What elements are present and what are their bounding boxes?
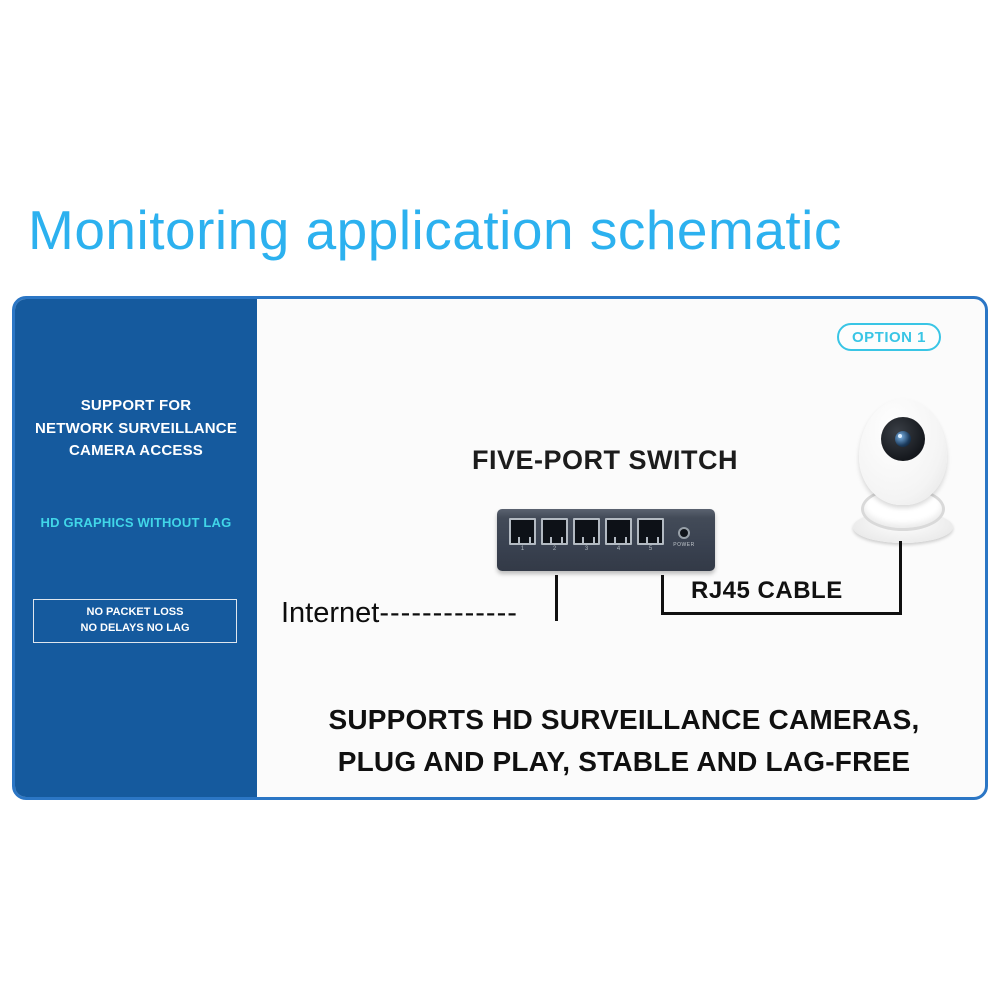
rj45-port-jack-icon xyxy=(573,518,600,545)
rj45-ports: 1 2 3 4 5 xyxy=(509,518,664,552)
rj45-port: 5 xyxy=(637,518,664,552)
badge-line-2: NO DELAYS NO LAG xyxy=(80,621,190,634)
internet-label: Internet xyxy=(281,597,380,629)
switch-title: FIVE-PORT SWITCH xyxy=(472,445,738,475)
rj45-port-jack-icon xyxy=(541,518,568,545)
cable-horizontal-line xyxy=(661,612,902,615)
badge-line-1: NO PACKET LOSS xyxy=(86,606,184,618)
port-number: 3 xyxy=(584,546,589,552)
sidebar-subheading: HD GRAPHICS WITHOUT LAG xyxy=(40,515,232,530)
rj45-port: 2 xyxy=(541,518,568,552)
camera-lens-icon xyxy=(881,417,925,461)
switch-cable-line xyxy=(661,575,664,615)
camera-body xyxy=(859,399,947,505)
rj45-port: 3 xyxy=(573,518,600,552)
feature-sidebar: SUPPORT FOR NETWORK SURVEILLANCE CAMERA … xyxy=(15,299,257,797)
schematic-diagram: SUPPORT FOR NETWORK SURVEILLANCE CAMERA … xyxy=(12,296,988,800)
sidebar-heading: SUPPORT FOR NETWORK SURVEILLANCE CAMERA … xyxy=(34,397,238,459)
internet-dashed-line: ------------- xyxy=(379,597,518,629)
power-label: POWER xyxy=(673,542,695,548)
port-number: 1 xyxy=(520,546,525,552)
port-number: 5 xyxy=(648,546,653,552)
surveillance-camera xyxy=(851,399,955,549)
rj45-port: 4 xyxy=(605,518,632,552)
power-jack-icon xyxy=(678,527,690,539)
page-title: Monitoring application schematic xyxy=(28,199,842,261)
five-port-switch-device: 1 2 3 4 5 POWER xyxy=(497,509,715,571)
port-number: 4 xyxy=(616,546,621,552)
rj45-port-jack-icon xyxy=(605,518,632,545)
rj45-port-jack-icon xyxy=(509,518,536,545)
lens-glint xyxy=(898,434,902,438)
rj45-port-jack-icon xyxy=(637,518,664,545)
rj45-cable-label: RJ45 CABLE xyxy=(691,577,843,604)
sidebar-badge-box: NO PACKET LOSS NO DELAYS NO LAG xyxy=(33,599,237,643)
cable-to-camera-line xyxy=(899,541,902,615)
option-badge: OPTION 1 xyxy=(837,323,941,351)
internet-label-row: Internet------------- xyxy=(281,597,518,630)
rj45-port: 1 xyxy=(509,518,536,552)
camera-lens-glass xyxy=(895,431,911,447)
port-number: 2 xyxy=(552,546,557,552)
power-jack-group: POWER xyxy=(667,527,701,548)
internet-to-switch-line xyxy=(555,575,558,621)
bottom-caption: SUPPORTS HD SURVEILLANCE CAMERAS, PLUG A… xyxy=(328,704,920,777)
